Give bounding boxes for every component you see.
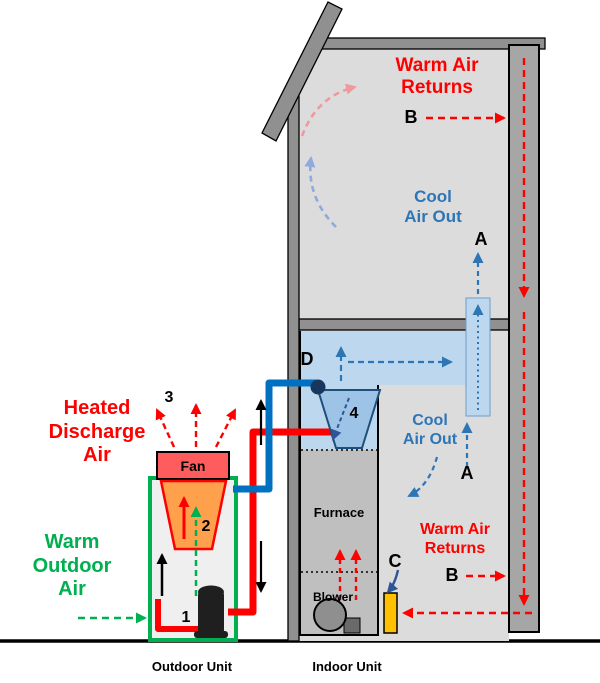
marker-b-lower: B xyxy=(445,565,459,585)
compressor-body xyxy=(198,592,224,633)
roof xyxy=(261,1,343,142)
marker-3: 3 xyxy=(164,389,174,406)
blower-wheel xyxy=(313,598,347,632)
expansion-point-d-dot xyxy=(310,379,326,395)
label-line: Heated xyxy=(63,397,131,419)
indoor-unit-cabinet-outline xyxy=(299,331,379,636)
marker-1: 1 xyxy=(181,609,191,626)
marker-2: 2 xyxy=(201,518,211,535)
label-line: Discharge xyxy=(48,420,146,443)
label-line: Cool xyxy=(412,412,448,429)
evaporator-flow-arrow xyxy=(331,397,350,441)
marker-a-upper: A xyxy=(474,229,488,249)
label-line: Air Out xyxy=(404,207,462,227)
air-filter xyxy=(383,592,398,634)
label-line: Warm Air xyxy=(395,55,479,76)
label-line: Returns xyxy=(401,77,473,99)
supply-riser-duct xyxy=(465,297,491,417)
marker-a-lower: A xyxy=(460,463,474,483)
refrigerant-pipe-blue xyxy=(233,379,316,493)
compressor-to-coil-pipe xyxy=(155,599,203,632)
warm-air-circulation-arrow xyxy=(300,83,357,137)
label-line: Warm Air xyxy=(420,521,490,538)
label-line: Air Out xyxy=(402,430,458,448)
label-line: Air xyxy=(83,444,111,467)
label-line: Warm xyxy=(44,531,100,553)
blower-label: Blower xyxy=(312,590,354,604)
label-line: Air xyxy=(58,578,86,601)
refrigerant-pipe-red xyxy=(228,428,333,616)
discharge-arrow-left xyxy=(155,408,176,448)
label-line: Returns xyxy=(424,539,486,557)
marker-4: 4 xyxy=(349,405,359,422)
discharge-arrow-right xyxy=(214,408,237,448)
fan-box xyxy=(156,451,230,480)
fan-label: Fan xyxy=(180,458,206,474)
furnace-label: Furnace xyxy=(313,505,365,520)
house-left-wall xyxy=(287,95,300,642)
marker-d: D xyxy=(300,349,314,369)
cool-air-out-lower-curved-arrow xyxy=(407,456,439,497)
c-to-filter-arrow xyxy=(386,569,400,594)
indoor-unit-caption: Indoor Unit xyxy=(312,659,382,674)
label-line: Outdoor xyxy=(32,554,112,577)
marker-b-upper: B xyxy=(404,107,418,127)
marker-c: C xyxy=(388,551,402,571)
compressor-base xyxy=(194,631,228,638)
supply-plenum xyxy=(300,331,490,385)
second-floor-room xyxy=(299,49,509,319)
blower-outlet xyxy=(343,617,361,634)
outdoor-unit-caption: Outdoor Unit xyxy=(151,659,233,674)
label-line: Cool xyxy=(414,187,452,206)
